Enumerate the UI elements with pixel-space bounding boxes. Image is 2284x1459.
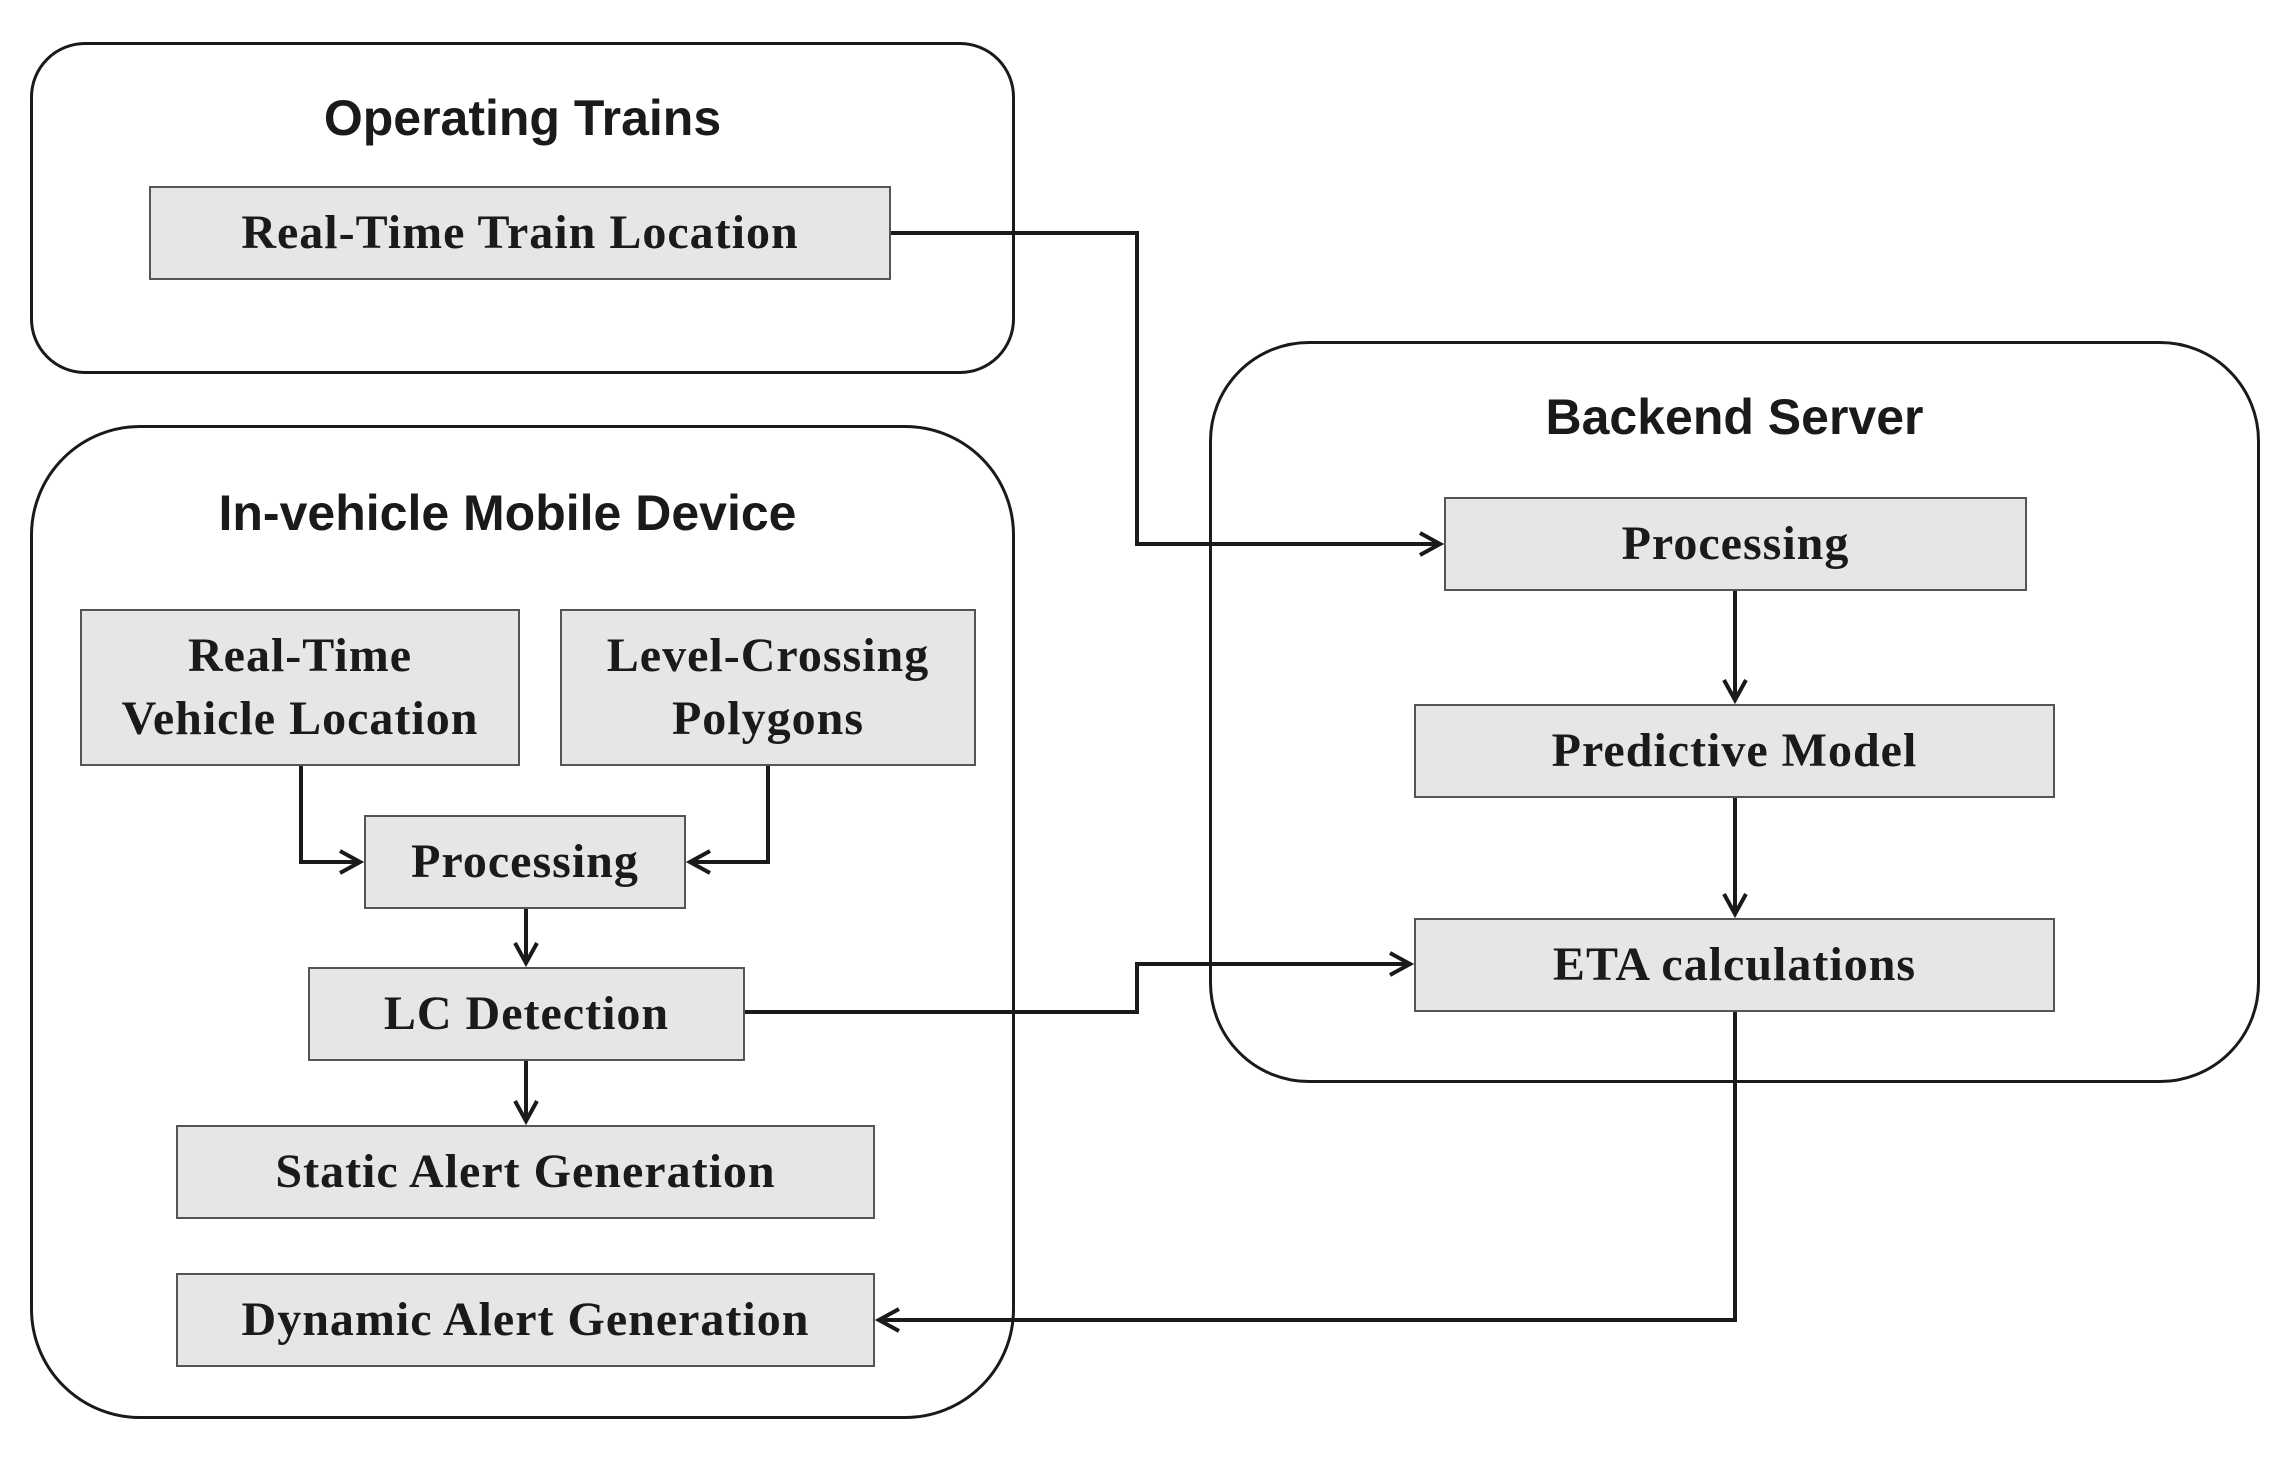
lc-detection-label: LC Detection [383, 986, 670, 1040]
real-time-vehicle-location-box: Real-Time Vehicle Location [80, 609, 520, 766]
device-processing-label: Processing [411, 834, 639, 888]
vehicle-location-to-processing-arrow [299, 766, 360, 862]
eta-calculations-box: ETA calculations [1414, 918, 2055, 1012]
server-processing-box: Processing [1444, 497, 2027, 591]
real-time-train-location-box: Real-Time Train Location [149, 186, 891, 280]
real-time-vehicle-location-line-1: Real-Time [187, 629, 413, 683]
device-processing-box: Processing [364, 815, 686, 909]
real-time-vehicle-location-line-2: Vehicle Location [121, 691, 479, 745]
predictive-model-label: Predictive Model [1551, 723, 1918, 777]
static-alert-generation-label: Static Alert Generation [275, 1144, 776, 1198]
level-crossing-polygons-box: Level-Crossing Polygons [560, 609, 976, 766]
dynamic-alert-generation-label: Dynamic Alert Generation [241, 1292, 810, 1346]
in-vehicle-mobile-device-title: In-vehicle Mobile Device [218, 485, 797, 541]
backend-server-title: Backend Server [1545, 389, 1924, 445]
operating-trains-title: Operating Trains [323, 90, 722, 146]
server-processing-label: Processing [1621, 516, 1850, 570]
train-location-to-server-processing-arrow [891, 231, 1440, 544]
polygons-to-processing-arrow [690, 766, 770, 862]
level-crossing-polygons-line-2: Polygons [671, 691, 865, 745]
lc-detection-to-eta-arrow [745, 964, 1410, 1014]
eta-to-dynamic-alert-arrow [879, 1012, 1737, 1320]
level-crossing-polygons-line-1: Level-Crossing [606, 629, 930, 683]
real-time-train-location-label: Real-Time Train Location [241, 205, 799, 259]
eta-calculations-label: ETA calculations [1552, 937, 1917, 991]
dynamic-alert-generation-box: Dynamic Alert Generation [176, 1273, 875, 1367]
predictive-model-box: Predictive Model [1414, 704, 2055, 798]
static-alert-generation-box: Static Alert Generation [176, 1125, 875, 1219]
in-vehicle-mobile-device-group: In-vehicle Mobile Device [30, 425, 1015, 1419]
lc-detection-box: LC Detection [308, 967, 745, 1061]
